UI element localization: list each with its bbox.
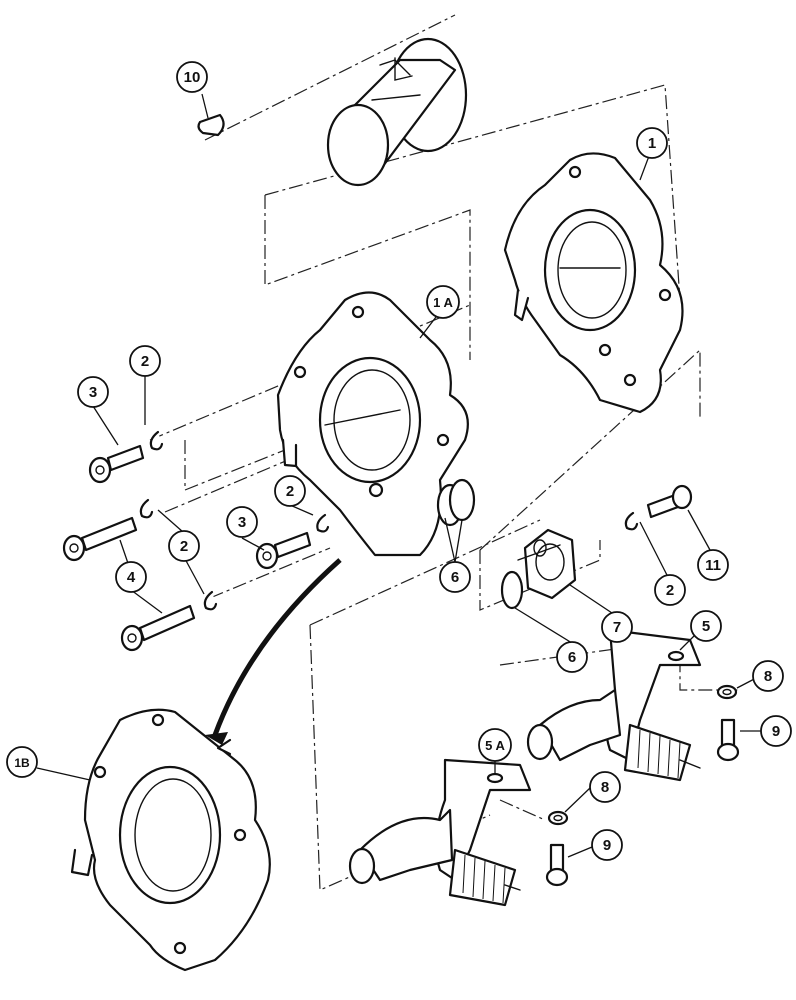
- lock-washer-part-2-c: [139, 498, 154, 519]
- callout-9-a-label: 9: [772, 723, 780, 740]
- bolt-part-9-upper: [716, 718, 740, 762]
- washer-part-8-lower: [547, 810, 569, 826]
- woodruff-key-part-10: [197, 113, 225, 137]
- tube-bracket-part-5a: [348, 758, 532, 907]
- callout-11-label: 11: [705, 557, 721, 574]
- callout-11: 11: [697, 549, 729, 581]
- callout-2-d: 2: [654, 574, 686, 606]
- cap-screw-part-3-upper: [88, 444, 145, 484]
- flange-part-7: [517, 528, 577, 600]
- lock-washer-part-2-d: [203, 590, 218, 611]
- callout-2-a: 2: [129, 345, 161, 377]
- callout-3-b: 3: [226, 506, 258, 538]
- washer-part-8-upper: [716, 684, 738, 700]
- callout-6-a-label: 6: [451, 569, 459, 586]
- o-ring-part-6-pair: [436, 478, 476, 527]
- callout-8-b-label: 8: [601, 779, 609, 796]
- callout-2-d-label: 2: [666, 582, 674, 599]
- assembly-lines: [149, 14, 740, 891]
- cap-screw-part-3-lower: [255, 531, 312, 570]
- callout-1-label: 1: [648, 135, 656, 152]
- callout-2-b: 2: [274, 475, 306, 507]
- lock-washer-part-2-e: [624, 511, 639, 531]
- callout-5a: 5 A: [478, 728, 512, 762]
- callout-7: 7: [601, 611, 633, 643]
- callout-1b-label: 1B: [14, 756, 30, 770]
- callout-4: 4: [115, 561, 147, 593]
- callout-4-label: 4: [127, 569, 136, 586]
- callout-3-a-label: 3: [89, 384, 97, 401]
- callout-1: 1: [636, 127, 668, 159]
- cap-screw-part-4-upper: [62, 516, 138, 562]
- callout-2-a-label: 2: [141, 353, 149, 370]
- callout-8-a-label: 8: [764, 668, 772, 685]
- callout-6-a: 6: [439, 561, 471, 593]
- callout-1a: 1 A: [426, 285, 460, 319]
- callout-5-label: 5: [702, 618, 710, 635]
- callout-2-b-label: 2: [286, 483, 294, 500]
- pump-housing-part-1: [503, 152, 684, 414]
- callout-1b: 1B: [6, 746, 38, 778]
- callout-6-b: 6: [556, 641, 588, 673]
- callout-5: 5: [690, 610, 722, 642]
- callout-3-b-label: 3: [238, 514, 246, 531]
- callout-9-a: 9: [760, 715, 792, 747]
- cap-screw-part-4-lower: [120, 604, 196, 652]
- callout-5a-label: 5 A: [485, 738, 505, 753]
- callout-10-label: 10: [184, 69, 201, 86]
- pump-housing-part-1a: [276, 291, 469, 557]
- detail-view-arrow: [205, 558, 342, 745]
- callout-7-label: 7: [613, 619, 621, 636]
- shaft-part: [326, 37, 468, 187]
- callout-9-b: 9: [591, 829, 623, 861]
- cap-screw-part-11: [646, 484, 693, 519]
- bolt-part-9-lower: [545, 843, 569, 887]
- tube-bracket-part-5: [526, 628, 702, 782]
- lock-washer-part-2-b: [316, 513, 330, 533]
- callout-2-c-label: 2: [180, 538, 188, 555]
- callout-10: 10: [176, 61, 208, 93]
- callout-1a-label: 1 A: [433, 295, 453, 310]
- callout-3-a: 3: [77, 376, 109, 408]
- callout-8-b: 8: [589, 771, 621, 803]
- callout-9-b-label: 9: [603, 837, 611, 854]
- lock-washer-part-2-a: [149, 430, 164, 451]
- callout-6-b-label: 6: [568, 649, 576, 666]
- callout-leaders: [36, 93, 768, 858]
- pump-housing-part-1b: [70, 708, 271, 972]
- callout-8-a: 8: [752, 660, 784, 692]
- o-ring-part-6-single: [500, 570, 524, 610]
- callout-2-c: 2: [168, 530, 200, 562]
